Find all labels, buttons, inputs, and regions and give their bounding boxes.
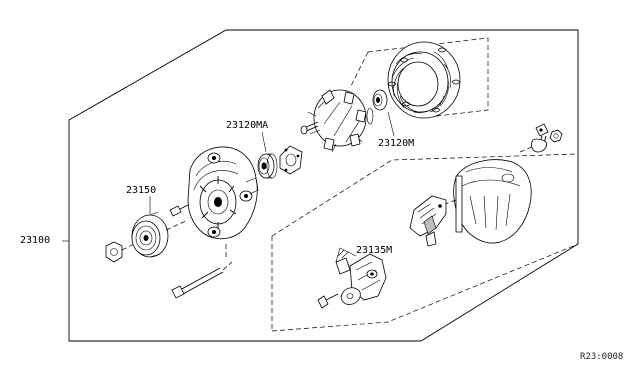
front-bearing [257,153,278,179]
assembly-part-number: 23100 [20,235,51,246]
through-bolt [171,244,233,299]
brush-holder [335,249,387,301]
front-bearing-part-number: 23120MA [226,120,269,131]
pulley-nut [105,241,135,263]
brush-holder-leader-line [335,247,357,263]
front-bearing-leader-line [261,131,267,153]
rear-cover [439,159,532,244]
insulator [340,287,361,305]
terminal-nut [549,129,563,143]
diagram-reference-code: R23:0008 [580,352,624,362]
brush-holder-screw [317,293,339,309]
rotor [300,89,374,153]
rear-cover-group-outline [271,153,579,332]
brush-holder-part-number: 23135M [356,245,393,256]
stator [387,41,461,119]
pulley [131,211,189,258]
rear-bearing [372,89,388,111]
pulley-part-number: 23150 [126,185,157,196]
bearing-retainer-plate [279,145,303,175]
front-housing [187,146,259,240]
terminal-bolt [531,123,549,153]
regulator [409,195,447,247]
rear-bearing-leader-line [387,111,395,137]
terminal-guide-line [519,145,535,153]
rear-bearing-part-number: 23120M [378,138,415,149]
